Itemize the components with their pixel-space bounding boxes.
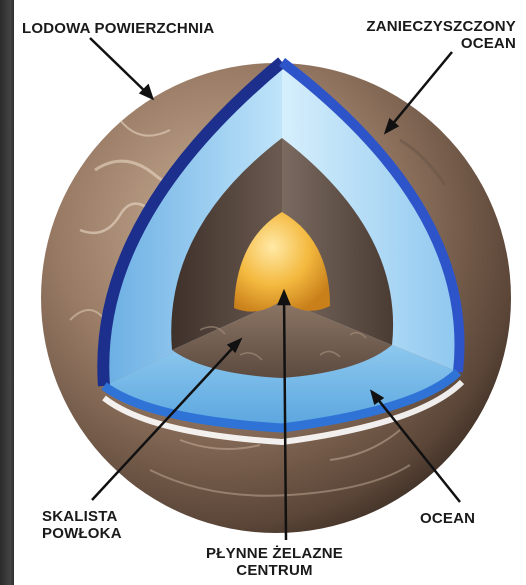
label-icy-surface: LODOWA POWIERZCHNIA bbox=[22, 20, 214, 37]
label-liquid-iron-core: PŁYNNE ŻELAZNE CENTRUM bbox=[206, 545, 343, 579]
leader-icy-surface bbox=[90, 38, 152, 98]
label-rocky-shell: SKALISTA POWŁOKA bbox=[42, 508, 122, 542]
label-dirty-ocean: ZANIECZYSZCZONY OCEAN bbox=[366, 18, 516, 52]
label-ocean: OCEAN bbox=[420, 510, 475, 527]
